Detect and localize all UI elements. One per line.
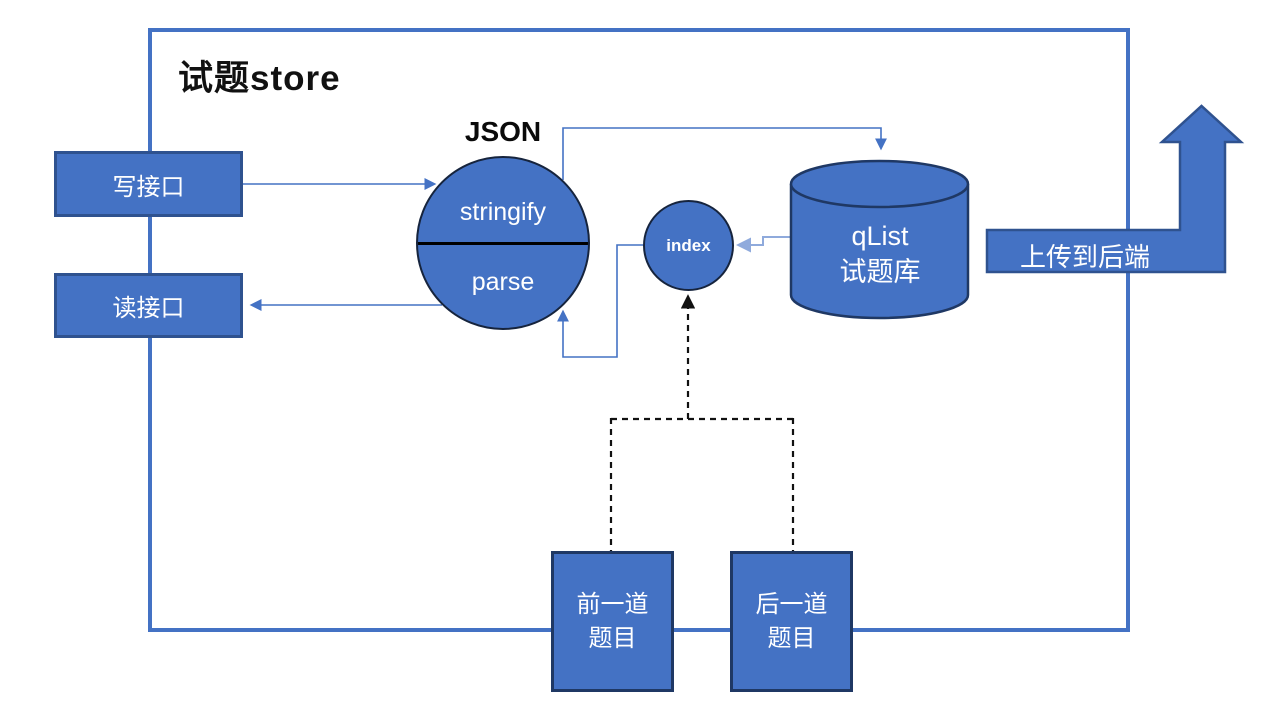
next-question-box: 后一道 题目 bbox=[730, 551, 853, 692]
arrow-index-to-json bbox=[557, 244, 643, 358]
upload-bent-arrow bbox=[985, 104, 1245, 274]
read-api-label: 读接口 bbox=[112, 295, 185, 322]
index-circle: index bbox=[643, 200, 734, 291]
json-stringify-label: stringify bbox=[459, 198, 547, 226]
write-api-label: 写接口 bbox=[112, 173, 185, 201]
upload-label: 上传到后端 bbox=[1019, 242, 1150, 272]
arrow-json-to-qlist bbox=[562, 127, 887, 180]
index-label: index bbox=[666, 235, 711, 255]
prev-question-line1: 前一道 bbox=[576, 590, 649, 618]
json-parse-label: parse bbox=[471, 268, 535, 296]
qlist-label: qList 试题库 bbox=[791, 218, 969, 290]
prev-question-box: 前一道 题目 bbox=[551, 551, 674, 692]
qlist-database-cylinder bbox=[789, 159, 970, 320]
read-api-box: 读接口 bbox=[54, 273, 243, 338]
json-circle: stringify parse bbox=[416, 156, 590, 330]
arrow-qlist-to-index bbox=[736, 236, 791, 253]
json-title: JSON bbox=[464, 116, 542, 147]
json-divider bbox=[418, 242, 588, 245]
next-question-line2: 题目 bbox=[767, 624, 816, 652]
next-question-line1: 后一道 bbox=[755, 590, 828, 618]
prev-question-line2: 题目 bbox=[588, 624, 637, 652]
qlist-label-line1: qList bbox=[851, 221, 909, 251]
write-api-box: 写接口 bbox=[54, 151, 243, 217]
diagram-title: 试题store bbox=[178, 59, 341, 98]
qlist-label-line2: 试题库 bbox=[839, 257, 921, 287]
